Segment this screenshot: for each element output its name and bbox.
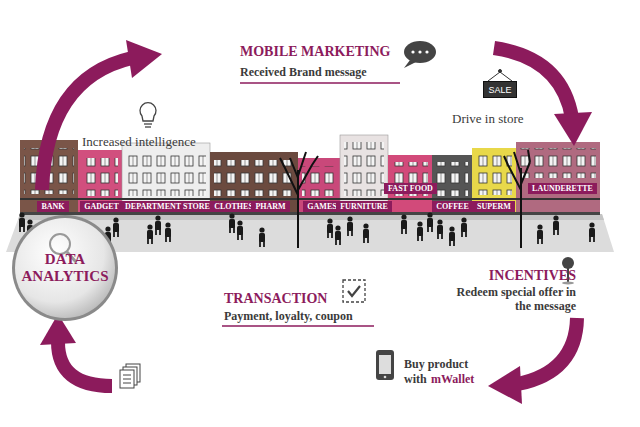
stage-text: with bbox=[404, 372, 427, 386]
stage-text: Increased intelligence bbox=[82, 134, 196, 149]
sign-text: CLOTHES bbox=[214, 202, 253, 211]
documents-icon bbox=[120, 364, 140, 388]
analytics-circle: DATA ANALYTICS bbox=[15, 218, 115, 318]
sign-text: FAST FOOD bbox=[388, 184, 433, 193]
stage-text: Buy product bbox=[404, 357, 468, 371]
sign-text: SALE bbox=[488, 85, 511, 95]
shop-sign: SUPERM bbox=[473, 201, 515, 212]
cycle-arrows bbox=[40, 40, 592, 404]
shop-sign: COFFEE bbox=[432, 201, 473, 212]
stage-text: Drive in store bbox=[452, 111, 523, 126]
shop-sign: BANK bbox=[37, 201, 69, 212]
shop-sign: FURNITURE bbox=[336, 201, 392, 212]
sale-sign-hanger bbox=[488, 70, 512, 82]
trees bbox=[280, 150, 530, 248]
shop-sign: PHARM bbox=[251, 201, 290, 212]
phone-icon bbox=[376, 350, 394, 380]
sign-text: GAMES bbox=[307, 202, 336, 211]
stage-heading: TRANSACTION bbox=[224, 291, 327, 307]
checkbox-icon bbox=[343, 280, 365, 302]
shop-sign: DEPARTMENT STORE bbox=[121, 201, 214, 212]
stage-heading: MOBILE MARKETING bbox=[240, 44, 391, 60]
shop-sign: LAUNDERETTE bbox=[528, 183, 597, 194]
analytics-lens bbox=[12, 215, 118, 321]
sign-text: GADGET bbox=[84, 202, 119, 211]
sign-text: PHARM bbox=[255, 202, 285, 211]
shop-sign: GADGET bbox=[80, 201, 123, 212]
sign-text: COFFEE bbox=[436, 202, 468, 211]
sign-text: BANK bbox=[41, 202, 64, 211]
stage-text: Received Brand message bbox=[240, 65, 367, 79]
shop-sign: FAST FOOD bbox=[384, 183, 437, 194]
sign-text: FURNITURE bbox=[340, 202, 388, 211]
sign-text: SUPERM bbox=[477, 202, 511, 211]
wallet-name: mWallet bbox=[431, 372, 474, 386]
speech-bubble-icon bbox=[404, 41, 436, 68]
stage-heading: INCENTIVES bbox=[446, 268, 576, 284]
lightbulb-icon bbox=[140, 103, 156, 127]
stage-text: Payment, loyalty, coupon bbox=[224, 309, 353, 323]
sign-text: DEPARTMENT STORE bbox=[125, 202, 210, 211]
sale-sign: SALE bbox=[483, 81, 517, 98]
stage-text: Redeem special offer in the message bbox=[446, 285, 576, 313]
sign-text: LAUNDERETTE bbox=[532, 184, 593, 193]
shop-sign: CLOTHES bbox=[210, 201, 257, 212]
analytics-title: DATA ANALYTICS bbox=[19, 251, 111, 285]
